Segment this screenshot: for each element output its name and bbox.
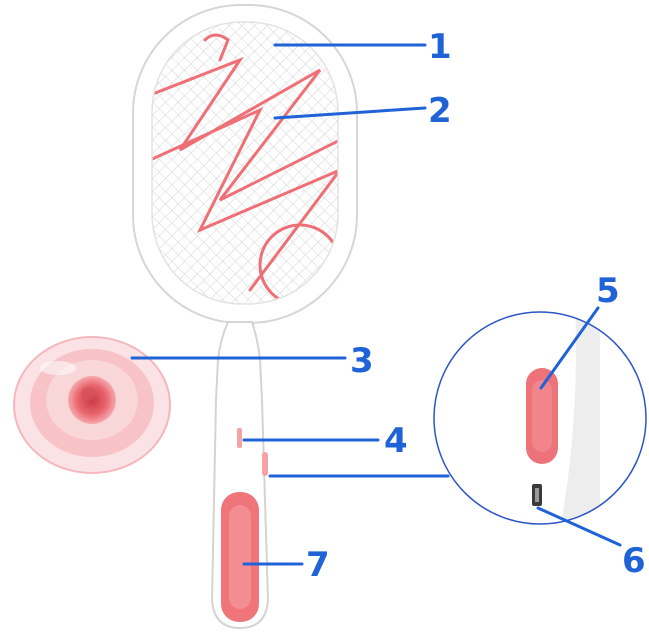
callout-1: 1 (428, 27, 452, 67)
mesh-icon (152, 22, 338, 304)
callout-4: 4 (384, 421, 408, 461)
switch-detail (430, 300, 646, 540)
callout-3: 3 (350, 341, 374, 381)
side-switch (262, 452, 268, 476)
callout-7: 7 (306, 545, 330, 585)
indicator-light-icon (237, 428, 242, 448)
callout-5: 5 (596, 271, 620, 311)
callout-2: 2 (428, 91, 452, 131)
lamp-lens-icon (68, 376, 116, 424)
racket (133, 5, 357, 628)
callout-6: 6 (622, 541, 646, 581)
